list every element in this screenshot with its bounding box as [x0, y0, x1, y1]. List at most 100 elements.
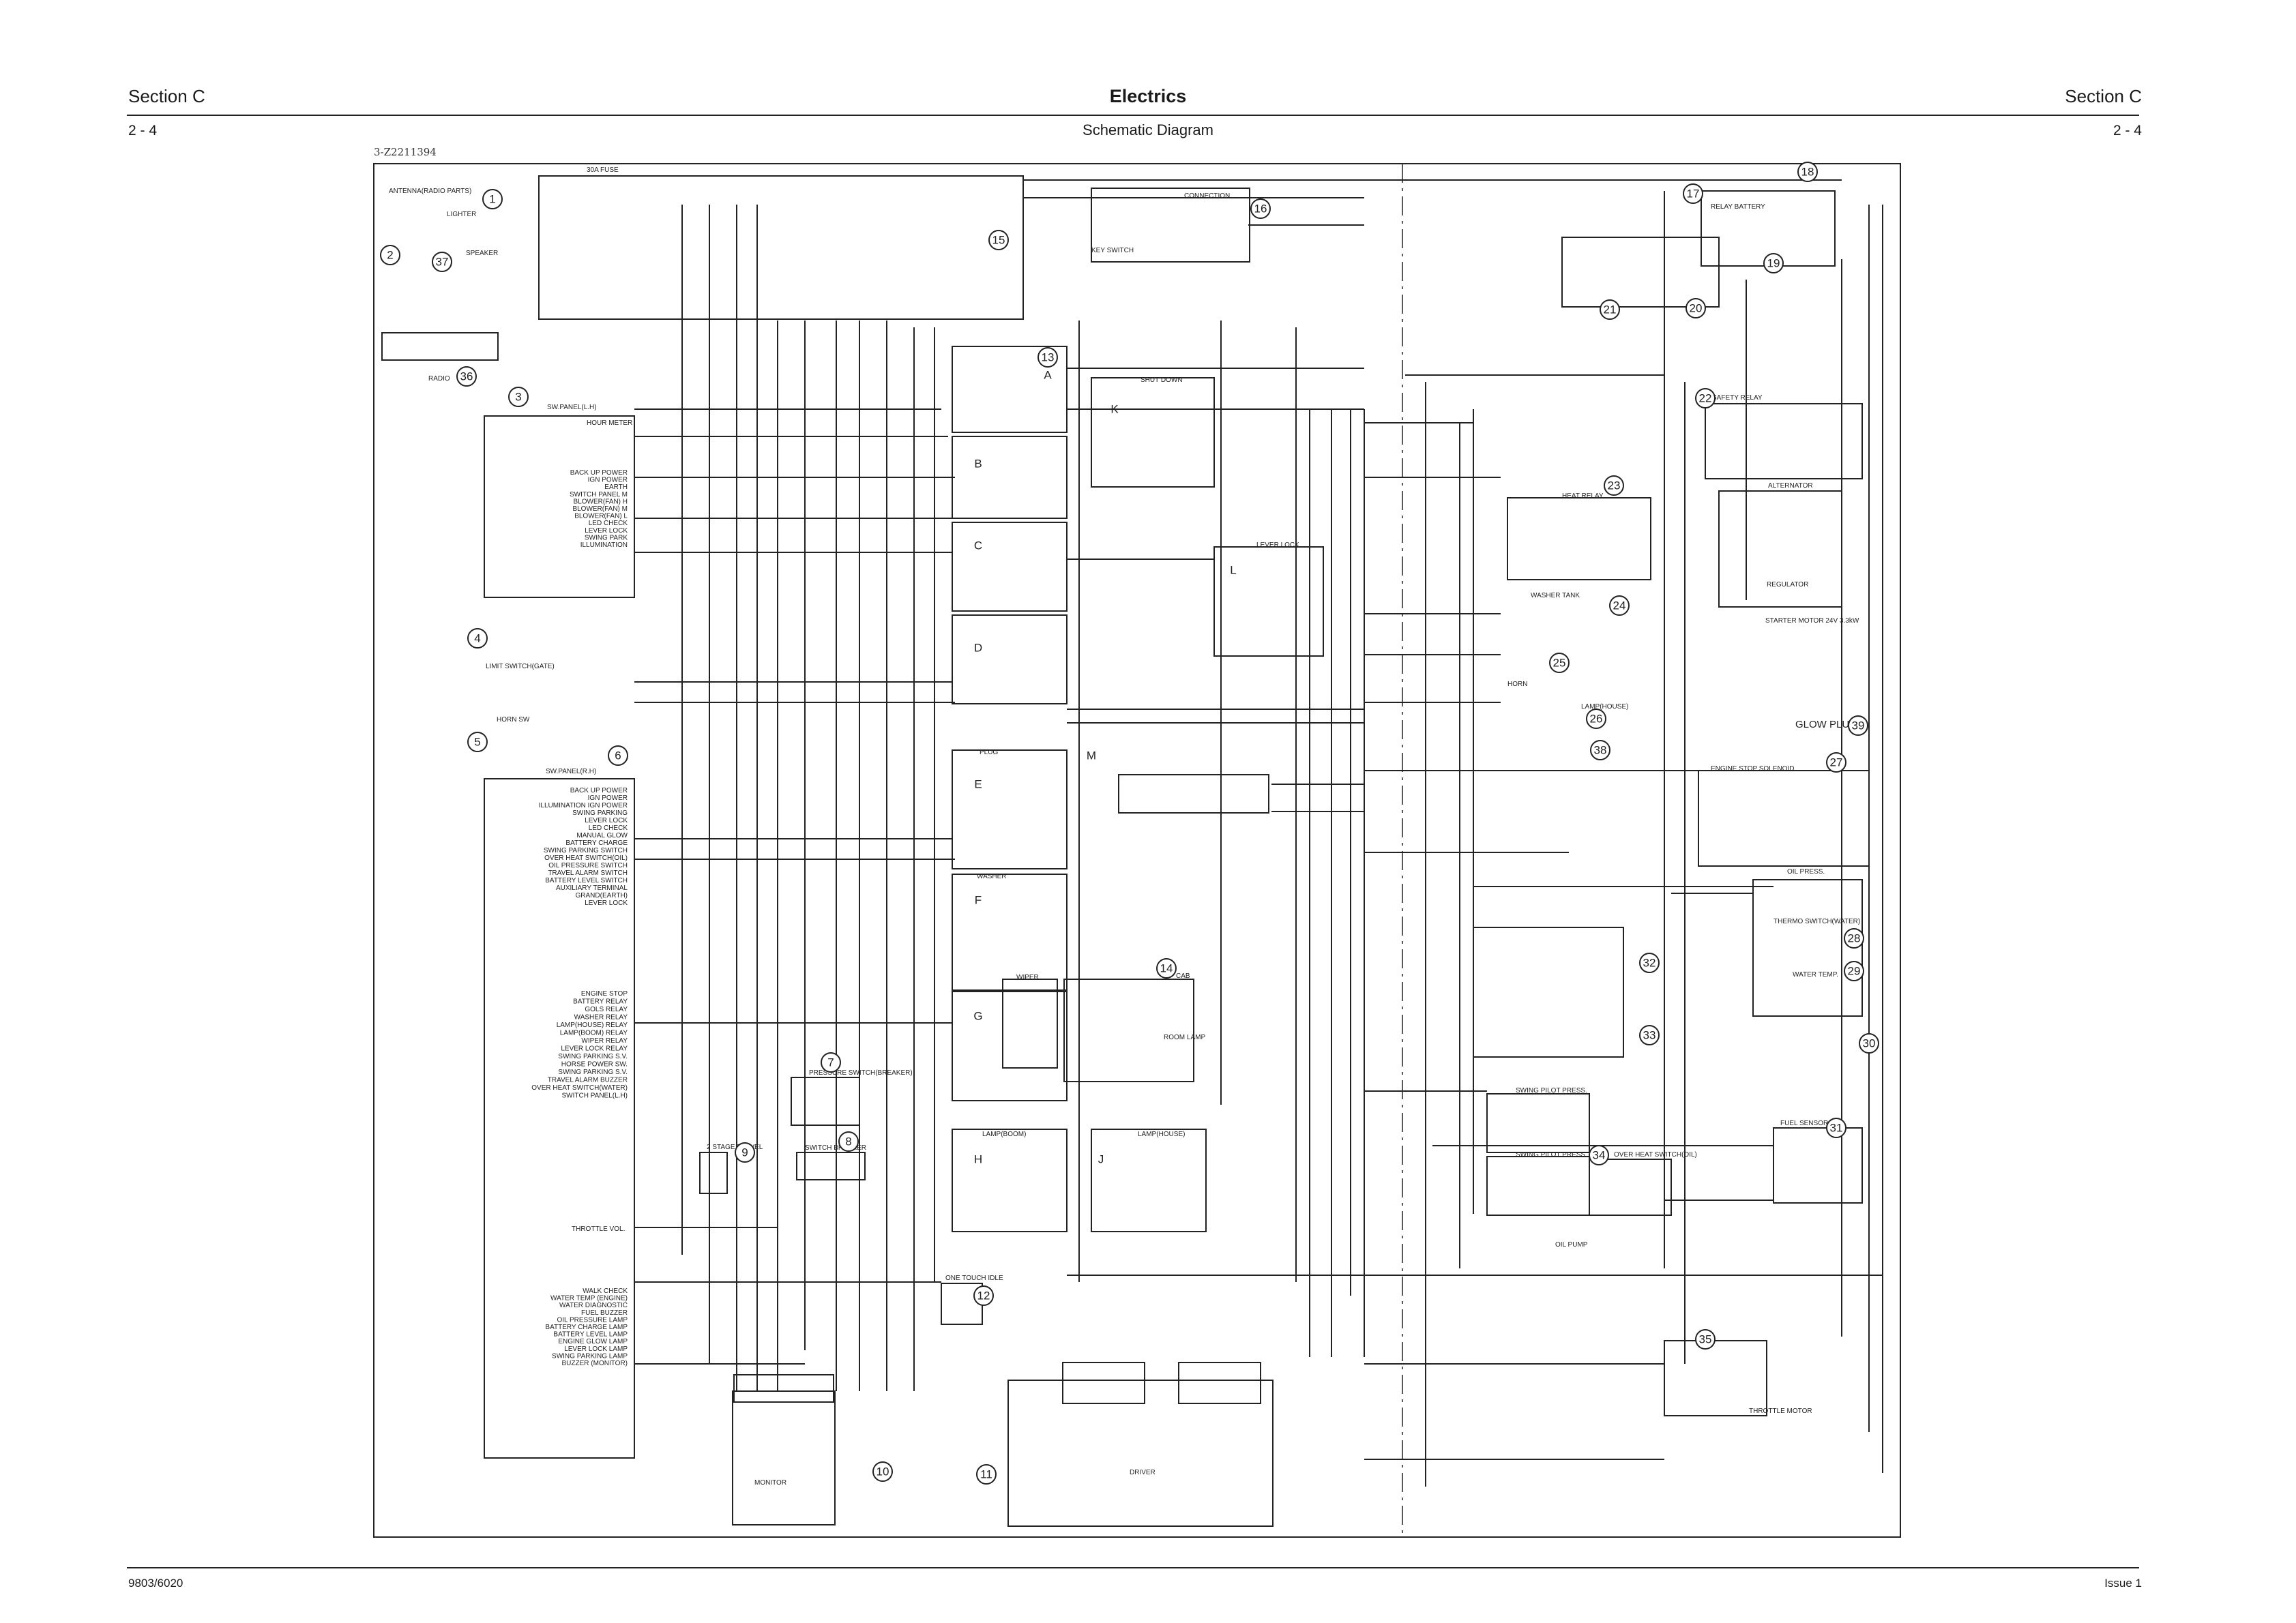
callout-circle-3	[508, 387, 529, 407]
callout-number-29: 29	[1848, 965, 1861, 978]
throttle-motor-box	[1664, 1340, 1767, 1416]
cab-box	[1063, 979, 1194, 1082]
relay-battery-label: RELAY BATTERY	[1711, 203, 1765, 211]
callout-circle-38	[1590, 740, 1610, 760]
driver-label: DRIVER	[1130, 1469, 1156, 1476]
callout-circle-1	[482, 189, 503, 209]
sub-callout-J: J	[1098, 1153, 1104, 1166]
relay-item-1: BATTERY RELAY	[573, 998, 628, 1006]
relay-item-8: SWING PARKING S.V.	[558, 1053, 628, 1060]
cab-label: CAB	[1176, 972, 1190, 980]
connector-8	[796, 1152, 866, 1180]
section-label-left: Section C	[128, 86, 205, 106]
relay-item-4: LAMP(HOUSE) RELAY	[557, 1022, 628, 1029]
sw-panel-left-item-8: LEVER LOCK	[585, 527, 628, 535]
sw-panel-rh-item-15: LEVER LOCK	[585, 899, 628, 907]
issue-label: Issue 1	[2104, 1577, 2142, 1590]
sw-panel-left-item-0: BACK UP POWER	[570, 469, 628, 477]
heat-relay-label: HEAT RELAY	[1562, 492, 1604, 500]
monitor-item-7: ENGINE GLOW LAMP	[558, 1338, 628, 1345]
sub-callout-D: D	[974, 642, 982, 655]
sw-panel-left-item-2: EARTH	[604, 483, 628, 491]
monitor-item-10: BUZZER (MONITOR)	[562, 1360, 628, 1367]
fuse-box-label: 30A FUSE	[587, 166, 619, 174]
monitor-item-9: SWING PARKING LAMP	[552, 1352, 628, 1360]
monitor-connector	[733, 1374, 834, 1403]
callout-number-37: 37	[436, 256, 449, 269]
monitor-label: MONITOR	[754, 1479, 786, 1487]
fuse-box	[538, 175, 1024, 320]
callout-circle-14	[1156, 958, 1177, 979]
callout-number-26: 26	[1590, 713, 1603, 726]
key-switch-label: KEY SWITCH	[1091, 247, 1134, 254]
glow-plug-label: GLOW PLUG	[1795, 719, 1857, 730]
sw-panel-rh-item-6: MANUAL GLOW	[576, 832, 628, 839]
connector-13e	[952, 749, 1068, 869]
callout-number-12: 12	[977, 1290, 990, 1302]
callout-number-20: 20	[1690, 302, 1703, 315]
callout-circle-4	[467, 628, 488, 649]
relay-item-5: LAMP(BOOM) RELAY	[560, 1030, 628, 1037]
callout-circle-21	[1600, 299, 1620, 320]
relay-item-9: HORSE POWER SW.	[561, 1061, 628, 1069]
callout-circle-12	[973, 1285, 994, 1306]
callout-number-28: 28	[1848, 932, 1861, 945]
callout-number-34: 34	[1593, 1149, 1606, 1162]
fuel-sensor-label: FUEL SENSOR	[1780, 1120, 1828, 1127]
callout-number-8: 8	[845, 1135, 851, 1148]
sw-panel-left-item-7: LED CHECK	[589, 520, 628, 527]
relay-item-12: OVER HEAT SWITCH(WATER)	[531, 1084, 628, 1092]
callout-circle-33	[1639, 1025, 1660, 1045]
callout-circle-11	[976, 1464, 997, 1485]
callout-number-4: 4	[474, 632, 480, 645]
pressure-switch-label: PRESSURE SWITCH(BREAKER)	[809, 1069, 913, 1077]
radio-label: RADIO	[428, 375, 450, 383]
sw-panel-rh-item-9: OVER HEAT SWITCH(OIL)	[544, 854, 628, 862]
callout-circle-37	[432, 252, 452, 272]
switch-breaker-label: SWITCH BREAKER	[805, 1144, 866, 1152]
sw-panel-rh-item-13: AUXILIARY TERMINAL	[556, 884, 628, 892]
sw-panel-rh-box	[484, 778, 635, 1459]
callout-number-5: 5	[474, 736, 480, 749]
callout-circle-36	[456, 366, 477, 387]
callout-circle-20	[1686, 298, 1706, 318]
callout-number-17: 17	[1687, 188, 1700, 200]
callout-circle-6	[608, 745, 628, 766]
callout-number-11: 11	[980, 1468, 992, 1481]
connector-13h	[952, 1129, 1068, 1232]
sw-panel-left-item-1: IGN POWER	[588, 477, 628, 484]
horn-switch-label: HORN SW	[497, 716, 530, 724]
footer-rule	[127, 1567, 2139, 1568]
over-heat-switch-label: OVER HEAT SWITCH(OIL)	[1614, 1151, 1697, 1159]
key-switch-box	[1091, 188, 1250, 263]
monitor-item-1: WATER TEMP (ENGINE)	[550, 1295, 628, 1302]
connector-13j	[1091, 1129, 1207, 1232]
sw-panel-left-item-9: SWING PARK	[585, 534, 628, 541]
callout-number-9: 9	[741, 1146, 748, 1159]
callout-circle-10	[872, 1461, 893, 1482]
callout-number-25: 25	[1553, 657, 1566, 670]
driver-connector-2	[1178, 1362, 1261, 1404]
sub-callout-B: B	[974, 458, 982, 471]
throttle-vol-label: THROTTLE VOL.	[572, 1225, 625, 1233]
sw-panel-left-item-5: BLOWER(FAN) M	[572, 505, 628, 513]
sw-panel-left-item-3: SWITCH PANEL M	[570, 491, 628, 498]
swing-pilot-2-box	[1486, 1156, 1590, 1216]
callout-number-33: 33	[1643, 1029, 1656, 1042]
callout-number-6: 6	[615, 749, 621, 762]
callout-number-14: 14	[1160, 962, 1173, 975]
water-temp-label: WATER TEMP.	[1793, 971, 1838, 979]
sw-panel-lh-label: SW.PANEL(L.H)	[547, 404, 597, 411]
monitor-item-2: WATER DIAGNOSTIC	[559, 1302, 628, 1309]
callout-circle-19	[1763, 253, 1784, 273]
relay-bank-32	[1473, 927, 1624, 1058]
swing-pilot-1-box	[1486, 1093, 1590, 1153]
sub-callout-M: M	[1087, 749, 1096, 762]
sw-panel-rh-item-3: SWING PARKING	[572, 809, 628, 817]
sw-panel-rh-item-2: ILLUMINATION IGN POWER	[539, 802, 628, 809]
washer-tank-label: WASHER TANK	[1531, 592, 1580, 599]
callout-circle-27	[1826, 752, 1846, 773]
callout-number-16: 16	[1254, 203, 1267, 215]
